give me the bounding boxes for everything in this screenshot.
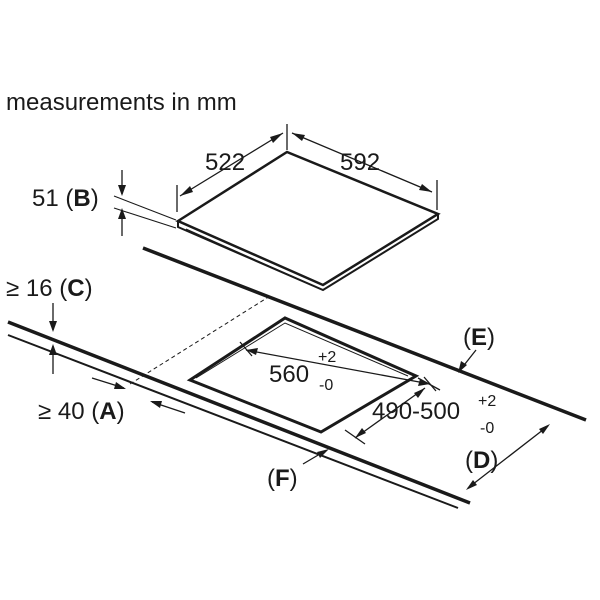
cutout-depth-label: 490-500 (372, 398, 460, 425)
cutout-width-label: 560 (269, 361, 309, 388)
front-distance-dimension (91, 377, 186, 414)
hob-height-letter: B (73, 185, 90, 212)
hob-height-dimension (113, 170, 177, 236)
hob-frame-line (185, 228, 324, 291)
front-distance-letter: A (99, 398, 116, 425)
front-distance-label: ≥ 40 (A) (38, 398, 125, 425)
cutout-width-dimension (239, 341, 437, 392)
worktop-thickness-value: ≥ 16 (6, 275, 53, 302)
front-distance-value: ≥ 40 (38, 398, 85, 425)
cutout-depth-tol-minus: -0 (480, 420, 494, 437)
callout-d-letter: D (473, 447, 490, 474)
callout-f-label: (F) (267, 465, 298, 492)
callout-f-letter: F (275, 465, 290, 492)
cutout-width-tol-minus: -0 (319, 377, 333, 394)
callout-e-letter: E (471, 324, 487, 351)
callout-d-dimension (466, 424, 550, 490)
hob-width-dimension (291, 132, 438, 210)
hob-height-label: 51 (B) (32, 185, 99, 212)
cutout-width-tol-plus: +2 (318, 349, 336, 366)
callout-e-label: (E) (463, 324, 495, 351)
worktop (7, 246, 587, 509)
hob-depth-dimension (176, 124, 288, 212)
callout-f-leader (302, 449, 329, 465)
callout-d-label: (D) (465, 447, 498, 474)
worktop-thickness-label: ≥ 16 (C) (6, 275, 93, 302)
worktop-front-bottom-edge (7, 334, 459, 509)
worktop-front-top-edge (7, 320, 471, 505)
hob-depth-label: 522 (205, 149, 245, 176)
worktop-back-edge (142, 246, 587, 422)
hob (175, 150, 441, 292)
cutout (186, 316, 420, 434)
worktop-thickness-letter: C (67, 275, 84, 302)
cutout-inner-edge (195, 322, 409, 379)
worktop-thickness-dimension (49, 303, 57, 374)
hob-height-value: 51 (32, 185, 59, 212)
hob-width-label: 592 (340, 149, 380, 176)
diagram-title: measurements in mm (6, 89, 237, 116)
callout-e-leader (458, 349, 477, 373)
cutout-depth-tol-plus: +2 (478, 393, 496, 410)
cutout-depth-dimension (344, 377, 441, 445)
